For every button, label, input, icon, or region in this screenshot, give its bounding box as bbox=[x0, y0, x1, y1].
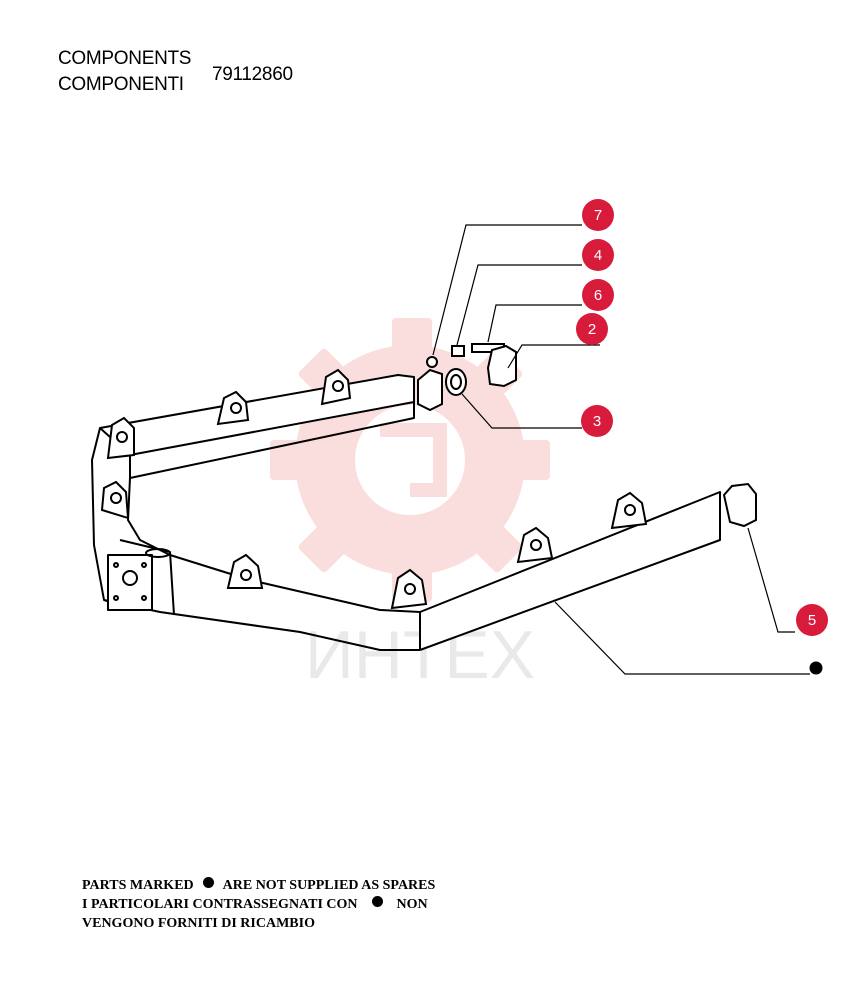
callout-3: 3 bbox=[581, 405, 613, 437]
footer-note: PARTS MARKED ARE NOT SUPPLIED AS SPARES I… bbox=[82, 876, 435, 933]
leader-4 bbox=[456, 264, 582, 346]
title-line-it: COMPONENTI bbox=[58, 74, 184, 95]
footer-line-3: VENGONO FORNITI DI RICAMBIO bbox=[82, 916, 315, 931]
part-number: 79112860 bbox=[212, 64, 293, 85]
header: COMPONENTS COMPONENTI bbox=[58, 46, 191, 98]
footer-line-2: I PARTICOLARI CONTRASSEGNATI CON NON bbox=[82, 895, 435, 914]
callout-badge bbox=[581, 405, 613, 437]
nut-7 bbox=[426, 356, 438, 368]
leader-lines bbox=[432, 224, 810, 675]
callout-badge bbox=[582, 199, 614, 231]
callout-label: 6 bbox=[594, 287, 602, 304]
leader-2 bbox=[507, 344, 600, 369]
bullet-marker bbox=[202, 877, 214, 888]
footer-line-2b: NON bbox=[396, 897, 428, 912]
callout-badge bbox=[582, 239, 614, 271]
footer-line-2a: I PARTICOLARI CONTRASSEGNATI CON bbox=[82, 897, 358, 912]
leader-3 bbox=[461, 393, 582, 429]
callout-badge bbox=[796, 604, 828, 636]
callout-label: 5 bbox=[808, 612, 816, 629]
callouts: 7 4 6 2 3 5 bbox=[576, 199, 828, 636]
footer-line-1a: PARTS MARKED bbox=[82, 878, 194, 893]
footer-line-1b: ARE NOT SUPPLIED AS SPARES bbox=[222, 878, 436, 893]
title-line-en: COMPONENTS bbox=[58, 48, 192, 69]
callout-2: 2 bbox=[576, 313, 608, 345]
callout-label: 3 bbox=[593, 413, 601, 430]
callout-7: 7 bbox=[582, 199, 614, 231]
callout-label: 7 bbox=[594, 207, 602, 224]
not-supplied-marker bbox=[809, 661, 823, 675]
exploded-parts bbox=[417, 343, 757, 528]
footer-line-1: PARTS MARKED ARE NOT SUPPLIED AS SPARES bbox=[82, 876, 435, 895]
callout-4: 4 bbox=[582, 239, 614, 271]
bullet-marker bbox=[371, 896, 383, 907]
callout-badge bbox=[582, 279, 614, 311]
clamp-5 bbox=[722, 482, 757, 528]
clamp-2 bbox=[486, 344, 517, 388]
callout-label: 2 bbox=[588, 321, 596, 338]
half-bushing-left bbox=[417, 368, 443, 412]
leader-5 bbox=[747, 527, 795, 633]
leader-frame bbox=[554, 601, 810, 675]
callout-5: 5 bbox=[796, 604, 828, 636]
callout-label: 4 bbox=[594, 247, 602, 264]
callout-badge bbox=[576, 313, 608, 345]
callout-6: 6 bbox=[582, 279, 614, 311]
washer-4 bbox=[451, 345, 465, 357]
mounting-brackets bbox=[100, 368, 648, 610]
leader-6 bbox=[487, 304, 582, 343]
leader-7 bbox=[432, 224, 582, 356]
